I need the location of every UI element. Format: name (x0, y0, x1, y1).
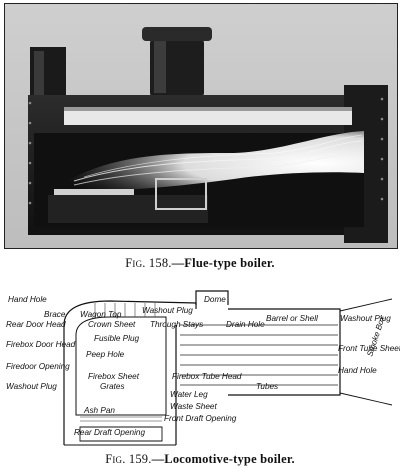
label-firedoor-opening: Firedoor Opening (6, 362, 70, 371)
label-peep-hole: Peep Hole (86, 350, 125, 359)
label-rear-draft-opening: Rear Draft Opening (74, 428, 145, 437)
label-firebox-sheet: Firebox Sheet (88, 372, 140, 381)
label-crown-sheet: Crown Sheet (88, 320, 136, 329)
label-drain-hole: Drain Hole (226, 320, 265, 329)
label-tubes: Tubes (256, 382, 278, 391)
label-washout-plug-top: Washout Plug (142, 306, 193, 315)
label-firebox-door-head: Firebox Door Head (6, 340, 76, 349)
label-water-leg: Water Leg (170, 390, 208, 399)
label-rear-door-head: Rear Door Head (6, 320, 66, 329)
label-front-tube-sheet: Front Tube Sheet (338, 344, 400, 353)
label-waste-sheet: Waste Sheet (170, 402, 217, 411)
label-front-draft-opening: Front Draft Opening (164, 414, 237, 423)
locomotive-boiler-diagram: Hand Hole Brace Wagon Top Washout Plug D… (6, 290, 400, 446)
figure-158-number: Fig. 158. (125, 256, 172, 270)
label-washout-plug-right: Washout Plug (340, 314, 391, 323)
label-hand-hole: Hand Hole (8, 295, 47, 304)
figure-159-caption: Fig. 159.—Locomotive-type boiler. (0, 452, 400, 467)
label-dome: Dome (204, 295, 226, 304)
figure-158-title: —Flue-type boiler. (171, 256, 275, 270)
figure-159-number: Fig. 159. (105, 452, 152, 466)
label-wagon-top: Wagon Top (80, 310, 122, 319)
label-barrel-or-shell: Barrel or Shell (266, 314, 318, 323)
label-ash-pan: Ash Pan (83, 406, 115, 415)
label-fusible-plug: Fusible Plug (94, 334, 140, 343)
figure-158-caption: Fig. 158.—Flue-type boiler. (0, 256, 400, 271)
figure-159-title: —Locomotive-type boiler. (151, 452, 295, 466)
label-brace: Brace (44, 310, 66, 319)
label-firebox-tube-head: Firebox Tube Head (172, 372, 242, 381)
flue-boiler-illustration (4, 3, 398, 249)
label-grates: Grates (100, 382, 125, 391)
label-through-stays: Through Stays (150, 320, 203, 329)
label-hand-hole-right: Hand Hole (338, 366, 377, 375)
label-washout-plug-left: Washout Plug (6, 382, 57, 391)
